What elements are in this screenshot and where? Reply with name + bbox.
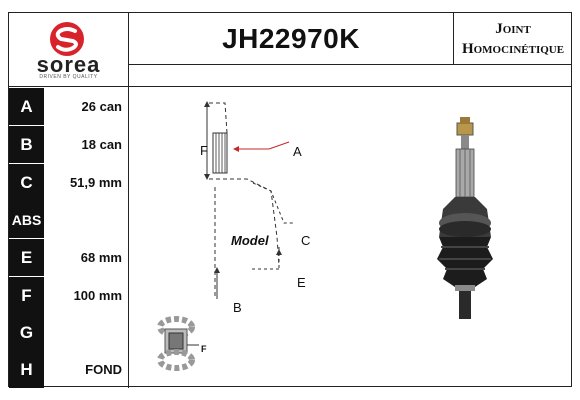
- diagram-label-a: A: [293, 144, 302, 159]
- spec-value: 68 mm: [80, 250, 122, 265]
- cv-joint-photo-icon: [437, 117, 493, 319]
- product-type-line2: Homocinétique: [461, 40, 565, 57]
- product-sheet: sorea DRIVEN BY QUALITY JH22970K Joint H…: [8, 12, 572, 388]
- part-number: JH22970K: [222, 22, 360, 54]
- spec-value: [45, 201, 128, 238]
- product-type: Joint Homocinétique: [454, 13, 572, 64]
- spec-value: 26 can: [81, 99, 122, 114]
- spec-key: H: [9, 351, 44, 388]
- spec-row-h: H FOND: [9, 351, 128, 388]
- spec-row-a: A 26 can: [9, 88, 128, 125]
- spec-row-b: B 18 can: [9, 126, 128, 163]
- spec-value: 18 can: [81, 137, 122, 152]
- spec-row-f: F 100 mm: [9, 277, 128, 314]
- spec-value: FOND: [85, 362, 122, 377]
- brand-name: sorea: [36, 52, 101, 77]
- diagram-label-e: E: [297, 275, 306, 290]
- joint-dimension-diagram: F A C E B Model F: [129, 87, 449, 387]
- spec-value: 100 mm: [73, 288, 122, 303]
- diagram-label-b: B: [233, 300, 242, 315]
- product-type-line1: Joint: [495, 20, 531, 37]
- spec-row-e: E 68 mm: [9, 239, 128, 276]
- joint-outline-icon: [157, 101, 295, 371]
- brand-tagline: DRIVEN BY QUALITY: [39, 74, 98, 80]
- sorea-logo-icon: [50, 22, 84, 56]
- diagram-label-f: F: [200, 143, 208, 158]
- product-photo: [409, 87, 572, 387]
- brand-logo: sorea DRIVEN BY QUALITY: [9, 13, 128, 86]
- diagram-label-f-small: F: [201, 344, 207, 354]
- spec-key: ABS: [9, 201, 44, 238]
- spec-key: A: [9, 88, 44, 125]
- spec-value: 51,9 mm: [69, 175, 122, 190]
- spec-row-g: G: [9, 314, 128, 351]
- spec-key: E: [9, 239, 44, 276]
- spec-key: B: [9, 126, 44, 163]
- diagram-label-c: C: [301, 233, 311, 248]
- spec-row-c: C 51,9 mm: [9, 164, 128, 201]
- spec-key: C: [9, 164, 44, 201]
- diagram-model-label: Model: [231, 233, 269, 248]
- spec-value: [45, 314, 128, 351]
- spec-row-abs: ABS: [9, 201, 128, 238]
- spec-key: F: [9, 277, 44, 314]
- spec-key: G: [9, 314, 44, 351]
